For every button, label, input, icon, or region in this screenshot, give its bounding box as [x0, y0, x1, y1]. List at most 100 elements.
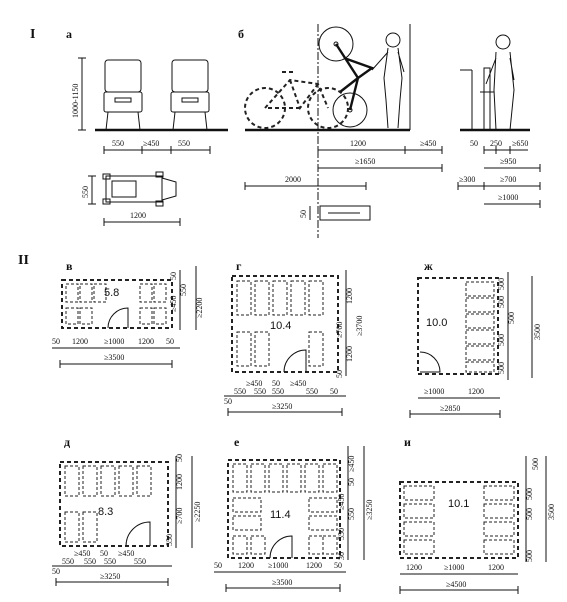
- panel-b-side-view: 50 250 ≥650 ≥950 ≥300 ≥700 ≥1000: [457, 34, 541, 208]
- dim-i-r500c: 500: [525, 508, 534, 520]
- dim-i-r500d: 500: [525, 550, 534, 562]
- dim-bs-250: 250: [490, 139, 502, 148]
- dim-bs-50: 50: [470, 139, 478, 148]
- dim-g-b50b: 50: [330, 387, 338, 396]
- dim-i-r3500: 3500: [547, 504, 556, 520]
- dim-g-r3700: ≥3700: [355, 316, 364, 336]
- plan-zh: 10.0 500 500 500 500 500 3500 ≥1000 1200…: [409, 272, 542, 418]
- dim-d-b550a: 550: [62, 557, 74, 566]
- dim-g-b550c: 550: [272, 387, 284, 396]
- area-g: 10.4: [270, 320, 291, 332]
- dim-e-r550b: 550: [337, 528, 346, 540]
- plan-g: 10.4 1200 ≥700 ≥3700 1200 50 ≥450 50 ≥45…: [224, 270, 364, 416]
- dim-g-r50: 50: [335, 370, 344, 378]
- dim-b-1650: ≥1650: [355, 157, 375, 166]
- dim-d-b550b: 550: [84, 557, 96, 566]
- panel-label-g: г: [236, 259, 242, 273]
- dim-zh-b1000: ≥1000: [424, 387, 444, 396]
- dim-v-r450: ≥450: [169, 296, 178, 312]
- dim-d-r700: ≥700: [175, 508, 184, 524]
- dim-zh-r500d: 500: [497, 334, 506, 346]
- panel-b-bicycles: 1200 ≥450 ≥1650 2000 50: [244, 24, 443, 238]
- dim-d-r1200: 1200: [175, 474, 184, 490]
- dim-d-b50a: 50: [52, 567, 60, 576]
- area-zh: 10.0: [426, 317, 447, 329]
- dim-d-b550d: 550: [134, 557, 146, 566]
- panel-label-zh: ж: [424, 259, 433, 273]
- dim-zh-b2850: ≥2850: [440, 404, 460, 413]
- section-label-ii: II: [18, 253, 29, 268]
- dim-i-b1200b: 1200: [488, 563, 504, 572]
- plan-d: 8.3 50 1200 ≥700 550 ≥2250 ≥450 50 ≥450 …: [52, 454, 202, 586]
- dim-e-r450b: ≥450: [337, 494, 346, 510]
- dim-v-b1200b: 1200: [138, 337, 154, 346]
- dim-v-b50a: 50: [52, 337, 60, 346]
- dim-zh-r500a: 500: [497, 278, 506, 290]
- panel-label-i: и: [404, 435, 411, 449]
- dim-e-b50b: 50: [334, 561, 342, 570]
- dim-e-b3500: ≥3500: [272, 578, 292, 587]
- dim-a-gap: ≥450: [143, 139, 159, 148]
- dim-e-r3250: ≥3250: [365, 500, 374, 520]
- dim-bs-300: ≥300: [459, 175, 475, 184]
- panel-label-e: е: [234, 435, 240, 449]
- dim-e-r550a: 550: [347, 508, 356, 520]
- dim-d-b3250: ≥3250: [100, 572, 120, 581]
- dim-e-b50a: 50: [214, 561, 222, 570]
- dim-zh-r500e: 500: [497, 362, 506, 374]
- dim-g-b450b: ≥450: [290, 379, 306, 388]
- dim-d-r2250: ≥2250: [193, 502, 202, 522]
- dim-d-r550: 550: [165, 534, 174, 546]
- area-e: 11.4: [270, 509, 291, 521]
- plan-i: 10.1 500 500 500 500 3500 1200 ≥1000 120…: [399, 456, 556, 594]
- dim-g-r700: ≥700: [335, 322, 344, 338]
- area-i: 10.1: [448, 498, 469, 510]
- dim-a-depth: 550: [81, 186, 90, 198]
- dim-e-b1200b: 1200: [306, 561, 322, 570]
- dim-d-r50: 50: [175, 454, 184, 462]
- dim-e-r450a: ≥450: [347, 456, 356, 472]
- dim-a-w1: 550: [112, 139, 124, 148]
- dim-e-b1000: ≥1000: [268, 561, 288, 570]
- dim-b-450: ≥450: [420, 139, 436, 148]
- dim-d-b550c: 550: [104, 557, 116, 566]
- dim-a-height: 1000-1150: [71, 84, 80, 118]
- dim-g-b3250: ≥3250: [272, 402, 292, 411]
- dim-zh-r500b: 500: [497, 296, 506, 308]
- dim-i-r500a: 500: [531, 458, 540, 470]
- panel-a-front-view: 1000-1150 550 ≥450 550: [71, 57, 228, 154]
- dim-zh-r3500: 3500: [533, 324, 542, 340]
- dim-v-b1000: ≥1000: [104, 337, 124, 346]
- dim-d-b50: 50: [100, 549, 108, 558]
- dim-v-b3500: ≥3500: [104, 353, 124, 362]
- dim-d-b450b: ≥450: [118, 549, 134, 558]
- dim-g-b50: 50: [272, 379, 280, 388]
- panel-label-a: а: [66, 27, 72, 41]
- dim-bs-1000: ≥1000: [498, 193, 518, 202]
- plan-v: 5.8 ≥450 550 50 ≥2200 50 1200 ≥1000 1200…: [52, 266, 204, 368]
- dim-e-b1200a: 1200: [238, 561, 254, 570]
- dim-e-r50: 50: [347, 478, 356, 486]
- plan-e: 11.4 ≥450 50 ≥450 550 550 30 ≥3250 50 12…: [214, 446, 374, 592]
- dim-v-r2200: ≥2200: [195, 298, 204, 318]
- dim-g-b550b: 550: [254, 387, 266, 396]
- dim-zh-r500c: 500: [507, 312, 516, 324]
- dim-e-r30: 30: [337, 552, 346, 560]
- dim-g-b550a: 550: [234, 387, 246, 396]
- dim-b-50: 50: [299, 210, 308, 218]
- dim-i-b4500: ≥4500: [446, 580, 466, 589]
- dim-v-r550: 550: [179, 284, 188, 296]
- dim-v-b1200a: 1200: [72, 337, 88, 346]
- dim-b-2000: 2000: [285, 175, 301, 184]
- dim-g-b50a: 50: [224, 397, 232, 406]
- dim-d-b450a: ≥450: [74, 549, 90, 558]
- dim-g-b550d: 550: [306, 387, 318, 396]
- dim-bs-700: ≥700: [500, 175, 516, 184]
- dim-zh-b1200: 1200: [468, 387, 484, 396]
- dim-i-b1000: ≥1000: [444, 563, 464, 572]
- panel-a-top-view: 550 1200: [81, 171, 181, 226]
- dim-g-r1200a: 1200: [345, 288, 354, 304]
- dim-b-1200: 1200: [350, 139, 366, 148]
- area-v: 5.8: [104, 287, 119, 299]
